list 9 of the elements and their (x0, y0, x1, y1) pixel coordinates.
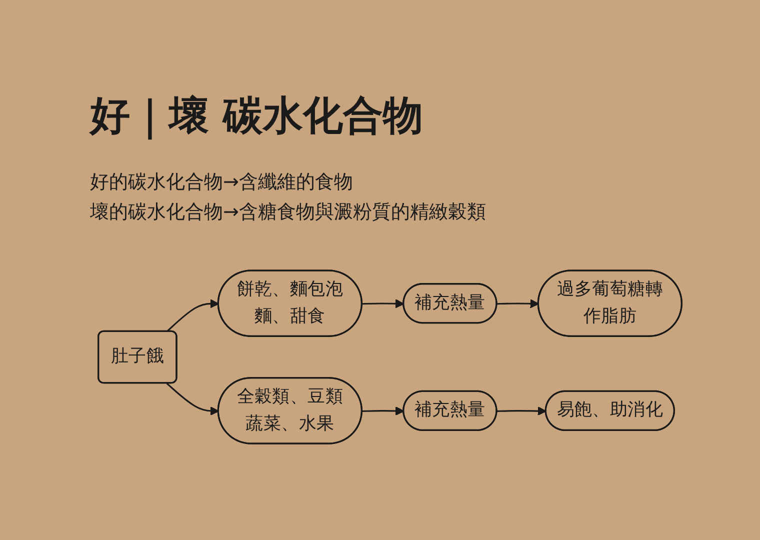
arrow (496, 299, 540, 308)
arrow (166, 382, 220, 416)
arrow (166, 299, 220, 332)
subtitle-text: 好的碳水化合物→含纖維的食物 (90, 170, 353, 195)
arrow (362, 299, 404, 308)
title: 好｜壞 碳水化合物 (90, 92, 423, 142)
arrow (362, 406, 404, 416)
arrow (496, 406, 547, 416)
subtitle-text: 壞的碳水化合物→含糖食物與澱粉質的精緻穀類 (90, 200, 486, 225)
